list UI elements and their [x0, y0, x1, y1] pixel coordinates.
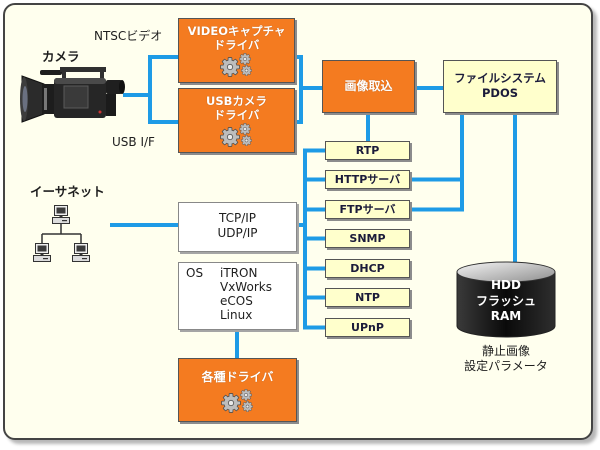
video-capture-driver-subtitle: ドライバ	[213, 38, 260, 52]
computer-icon	[33, 243, 51, 262]
gear-cluster-icon	[219, 53, 252, 77]
usb-camera-driver-title: USBカメラ	[206, 94, 267, 108]
os-box: OS iTRON VxWorks eCOS Linux	[178, 262, 297, 330]
camera-label: カメラ	[42, 49, 80, 64]
storage-content-item: 設定パラメータ	[464, 359, 548, 373]
camera-body-highlight	[54, 78, 106, 84]
computer-icon	[72, 243, 90, 262]
os-list: iTRON VxWorks eCOS Linux	[220, 266, 272, 322]
camera-rear	[106, 94, 116, 116]
file-system-title: ファイルシステム	[454, 71, 546, 85]
file-system-box: ファイルシステム PDOS	[443, 60, 557, 113]
gear-cluster-icon	[219, 123, 252, 147]
camera-handle-post	[100, 67, 104, 79]
video-capture-driver-box: VIDEOキャプチャ ドライバ	[178, 18, 295, 83]
os-item: iTRON	[220, 266, 258, 280]
protocol-box-dhcp: DHCP	[325, 259, 410, 278]
camera-lens-glass	[22, 86, 28, 112]
gear-icon	[240, 135, 252, 146]
protocol-box-ntp: NTP	[325, 288, 410, 307]
camera-lcd-panel	[63, 85, 89, 109]
gear-icon	[220, 393, 241, 413]
usb-if-label: USB I/F	[112, 135, 155, 149]
gear-icon	[241, 401, 253, 412]
gear-cluster-icon	[220, 389, 253, 413]
camera-viewfinder	[106, 80, 122, 94]
gear-icon	[238, 53, 251, 65]
camera-eyecup	[119, 80, 125, 94]
storage-media-hdd: HDD	[491, 278, 521, 292]
usb-camera-driver-subtitle: ドライバ	[213, 108, 260, 122]
camera-record-light	[98, 110, 102, 114]
video-capture-driver-title: VIDEOキャプチャ	[187, 24, 286, 38]
storage-media-list: HDD フラッシュ RAM	[457, 278, 555, 325]
protocol-box-http: HTTPサーバ	[325, 170, 410, 189]
network-stack-box: TCP/IP UDP/IP	[178, 202, 297, 252]
camera-icon	[20, 67, 125, 123]
protocol-box-ftp: FTPサーバ	[325, 200, 410, 219]
gear-icon	[238, 123, 251, 135]
image-capture-box: 画像取込	[322, 60, 415, 113]
network-stack-udp: UDP/IP	[217, 226, 258, 240]
various-drivers-label: 各種ドライバ	[201, 370, 274, 384]
various-drivers-box: 各種ドライバ	[178, 358, 297, 422]
gear-icon	[219, 57, 240, 77]
cylinder-icon	[456, 261, 556, 338]
usb-camera-driver-box: USBカメラ ドライバ	[178, 88, 295, 153]
os-label: OS	[186, 266, 204, 280]
gear-icon	[239, 389, 252, 401]
storage-contents: 静止画像 設定パラメータ	[456, 344, 556, 374]
os-item: Linux	[220, 308, 253, 322]
protocol-box-upnp: UPnP	[325, 318, 410, 337]
ntsc-video-label: NTSCビデオ	[94, 29, 163, 43]
ethernet-label: イーサネット	[30, 184, 105, 199]
network-icon	[33, 205, 90, 262]
network-cable	[41, 224, 82, 243]
storage-media-ram: RAM	[490, 309, 522, 323]
image-capture-label: 画像取込	[344, 79, 393, 93]
file-system-subtitle: PDOS	[481, 86, 519, 100]
camera-handle-post	[62, 67, 66, 79]
os-item: eCOS	[220, 294, 253, 308]
os-item: VxWorks	[220, 280, 272, 294]
protocol-box-rtp: RTP	[325, 141, 410, 160]
protocol-box-snmp: SNMP	[325, 229, 410, 248]
storage-media-flash: フラッシュ	[475, 293, 536, 308]
camera-handle	[60, 67, 106, 72]
cylinder-body	[456, 271, 556, 338]
gear-icon	[219, 127, 240, 147]
gear-icon	[240, 65, 252, 76]
camera-lens-ring	[44, 88, 47, 110]
cylinder-top	[456, 261, 556, 283]
camera-microphone	[40, 70, 62, 75]
network-stack-tcp: TCP/IP	[218, 211, 257, 225]
storage-content-item: 静止画像	[481, 344, 530, 358]
computer-icon	[52, 205, 70, 224]
